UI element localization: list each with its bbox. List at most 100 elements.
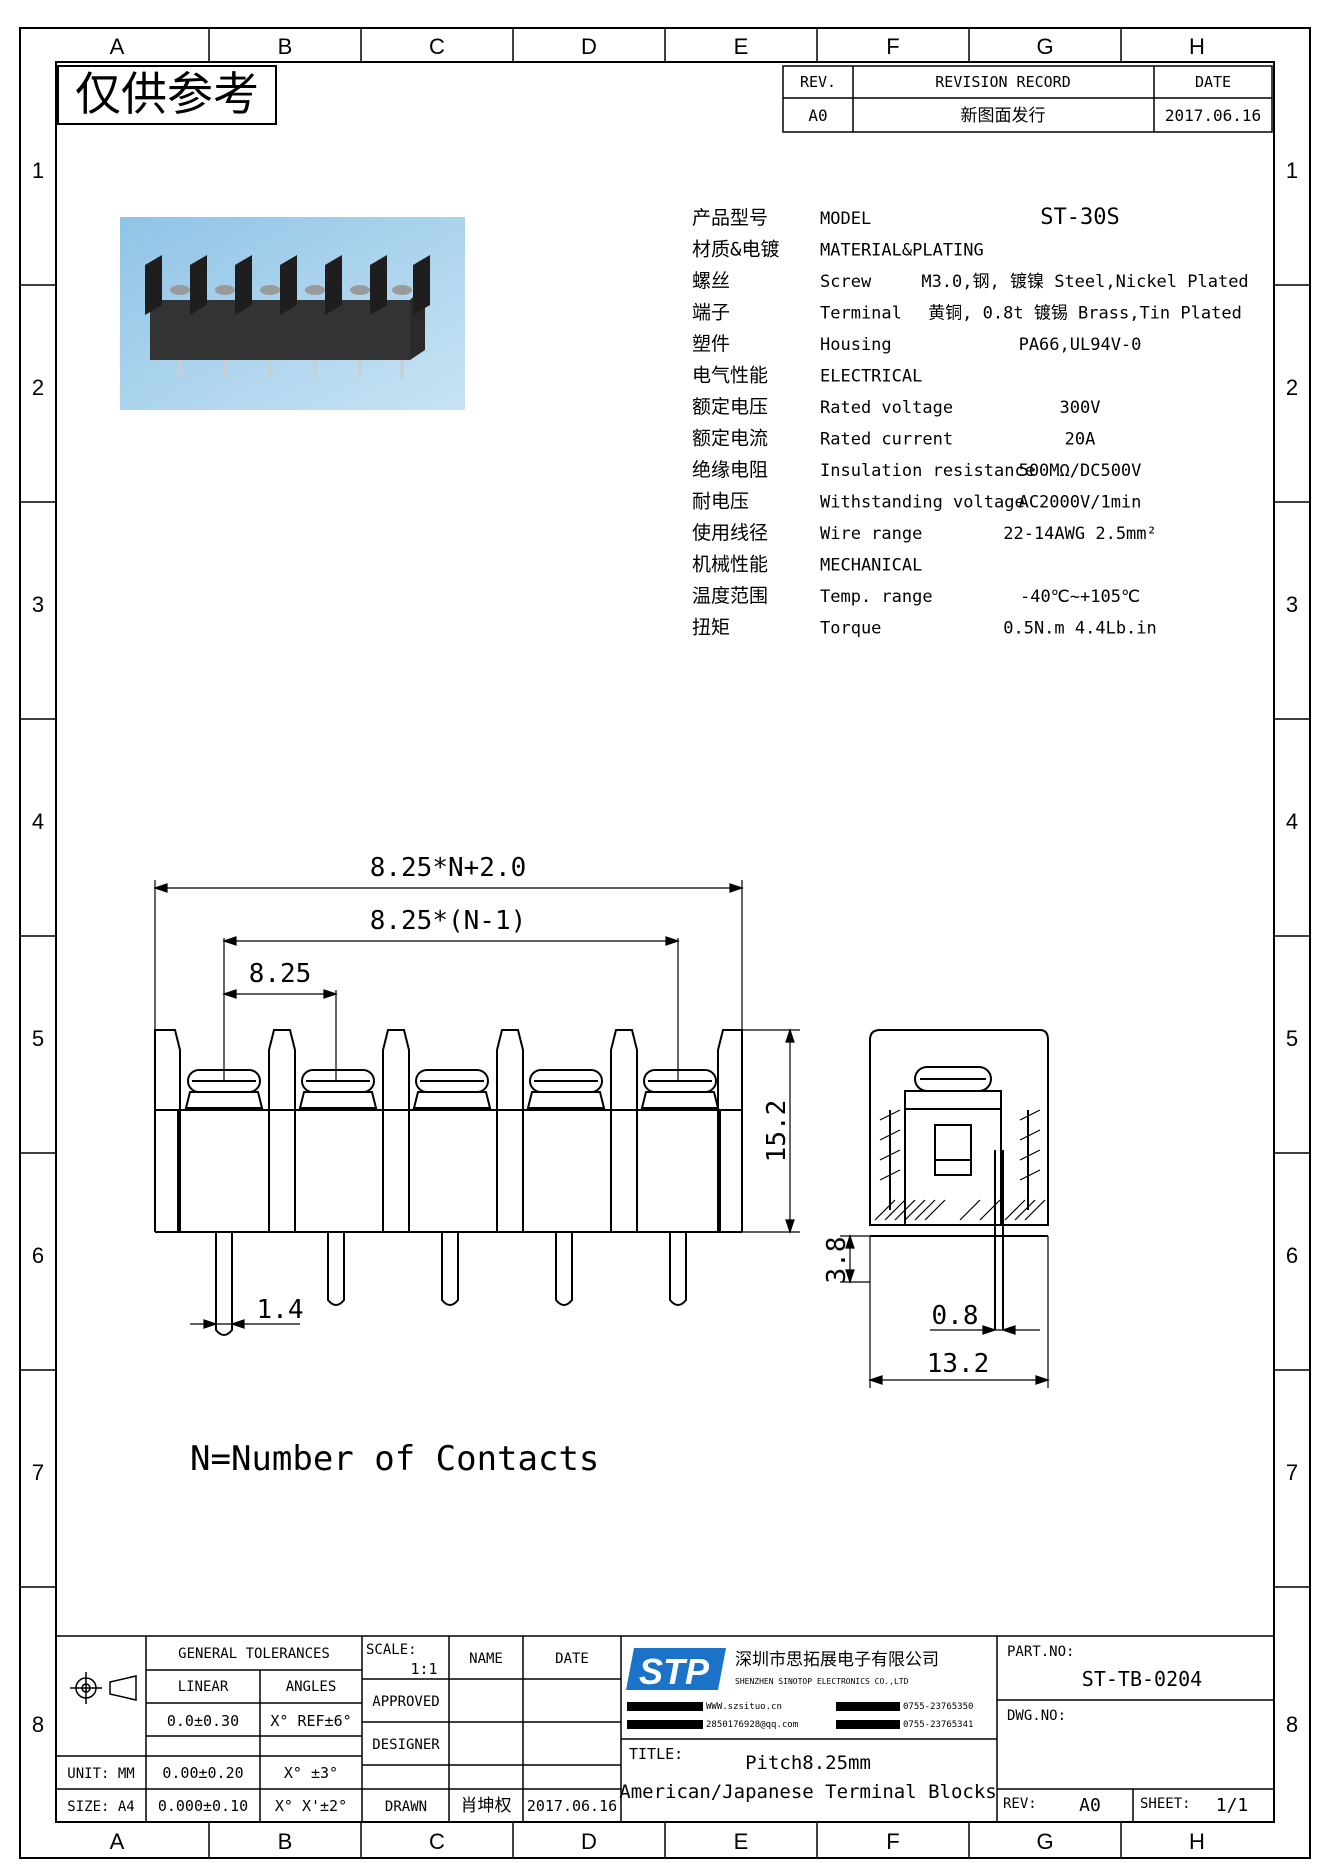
spec-label-en: Torque (820, 619, 881, 639)
spec-label-en: Withstanding voltage (820, 493, 1025, 513)
front-view (154, 1029, 743, 1336)
product-photo (120, 217, 465, 410)
logo-text: STP (639, 1651, 710, 1692)
linear-tol-1: 0.0±0.30 (167, 1712, 239, 1730)
spec-value: 300V (1060, 398, 1101, 418)
col-d-bottom: D (581, 1829, 597, 1854)
spec-label-en: ELECTRICAL (820, 367, 922, 387)
revision-record: 新图面发行 (961, 106, 1046, 126)
col-h-top: H (1189, 34, 1205, 59)
spec-label-cn: 额定电流 (692, 428, 768, 450)
col-b-top: B (278, 34, 293, 59)
spec-label-cn: 塑件 (692, 333, 730, 355)
angle-tol-1: X° REF±6° (270, 1712, 351, 1730)
date-header: DATE (555, 1651, 589, 1667)
sheet-label: SHEET: (1140, 1796, 1191, 1812)
row-6-right: 6 (1286, 1243, 1298, 1268)
spec-value: 500MΩ/DC500V (1019, 461, 1142, 481)
dim-depth: 13.2 (927, 1349, 990, 1379)
scale-label: SCALE: (366, 1642, 417, 1658)
row-5-left: 5 (32, 1026, 44, 1051)
col-d-top: D (581, 34, 597, 59)
spec-label-en: MODEL (820, 209, 871, 229)
row-2-left: 2 (32, 375, 44, 400)
general-tolerances-label: GENERAL TOLERANCES (178, 1646, 330, 1662)
linear-tol-3: 0.000±0.10 (158, 1797, 248, 1815)
row-7-left: 7 (32, 1460, 44, 1485)
spec-value: 22-14AWG 2.5mm² (1003, 524, 1157, 544)
row-4-right: 4 (1286, 809, 1298, 834)
angle-tol-2: X° ±3° (284, 1764, 338, 1782)
col-f-bottom: F (886, 1829, 899, 1854)
row-1-left: 1 (32, 158, 44, 183)
row-4-left: 4 (32, 809, 44, 834)
rev-value: A0 (1079, 1795, 1101, 1816)
row-5-right: 5 (1286, 1026, 1298, 1051)
spec-label-cn: 机械性能 (692, 554, 768, 576)
approved-label: APPROVED (372, 1694, 439, 1710)
dim-height: 15.2 (762, 1100, 792, 1163)
reference-stamp: 仅供参考 (75, 69, 259, 120)
title-line-2: American/Japanese Terminal Blocks (619, 1781, 997, 1803)
spec-label-cn: 温度范围 (692, 585, 768, 607)
angles-label: ANGLES (286, 1679, 337, 1695)
col-c-bottom: C (429, 1829, 445, 1854)
spec-label-cn: 绝缘电阻 (692, 459, 768, 481)
row-8-left: 8 (32, 1712, 44, 1737)
scale-value: 1:1 (410, 1660, 437, 1678)
spec-label-cn: 产品型号 (692, 207, 768, 229)
dim-pin-width: 1.4 (257, 1295, 304, 1325)
revision-date: 2017.06.16 (1165, 106, 1261, 125)
drawn-name: 肖坤权 (461, 1796, 512, 1816)
part-no-label: PART.NO: (1007, 1644, 1074, 1660)
side-view-hatch (874, 1109, 1046, 1221)
spec-value: AC2000V/1min (1019, 493, 1142, 513)
title-label: TITLE: (629, 1745, 683, 1763)
company-name-cn: 深圳市思拓展电子有限公司 (735, 1650, 939, 1670)
front-dimensions (153, 880, 800, 1330)
spec-label-en: Insulation resistance (820, 461, 1035, 481)
spec-value: ST-30S (1040, 205, 1119, 230)
company-tel: 0755-23765350 (903, 1702, 973, 1712)
revision-record-label: REVISION RECORD (935, 73, 1070, 91)
col-e-top: E (734, 34, 749, 59)
company-email: 2850176928@qq.com (706, 1720, 798, 1730)
designer-label: DESIGNER (372, 1737, 440, 1753)
contacts-note: N=Number of Contacts (190, 1439, 599, 1479)
revision-table (782, 65, 1273, 133)
angle-tol-3: X° X'±2° (275, 1797, 347, 1815)
spec-label-en: Wire range (820, 524, 922, 544)
drawn-date: 2017.06.16 (527, 1797, 617, 1815)
spec-value: 0.5N.m 4.4Lb.in (1003, 619, 1157, 639)
spec-label-en: MATERIAL&PLATING (820, 241, 984, 261)
unit-label: UNIT: MM (67, 1766, 134, 1782)
company-web: WWW.szsituo.cn (706, 1702, 782, 1712)
col-e-bottom: E (734, 1829, 749, 1854)
grid-ticks (20, 28, 1310, 1858)
spec-label-en: Temp. range (820, 587, 933, 607)
spec-label-cn: 额定电压 (692, 396, 768, 418)
spec-label-en: MECHANICAL (820, 556, 922, 576)
col-h-bottom: H (1189, 1829, 1205, 1854)
spec-value: PA66,UL94V-0 (1019, 335, 1142, 355)
company-logo: STP (626, 1648, 726, 1692)
row-2-right: 2 (1286, 375, 1298, 400)
row-3-left: 3 (32, 592, 44, 617)
spec-label-en: Terminal (820, 304, 902, 324)
dim-pin-thickness: 0.8 (932, 1301, 979, 1331)
spec-label-cn: 螺丝 (692, 270, 730, 292)
col-a-bottom: A (110, 1829, 125, 1854)
reference-stamp-box (57, 65, 277, 125)
row-1-right: 1 (1286, 158, 1298, 183)
size-label: SIZE: A4 (67, 1799, 134, 1815)
row-3-right: 3 (1286, 592, 1298, 617)
linear-label: LINEAR (178, 1679, 229, 1695)
part-no: ST-TB-0204 (1082, 1667, 1202, 1691)
spec-value: M3.0,钢, 镀镍 Steel,Nickel Plated (921, 272, 1248, 292)
col-f-top: F (886, 34, 899, 59)
company-fax: 0755-23765341 (903, 1720, 973, 1730)
dim-span: 8.25*(N-1) (370, 906, 527, 936)
spec-label-cn: 电气性能 (692, 365, 768, 387)
